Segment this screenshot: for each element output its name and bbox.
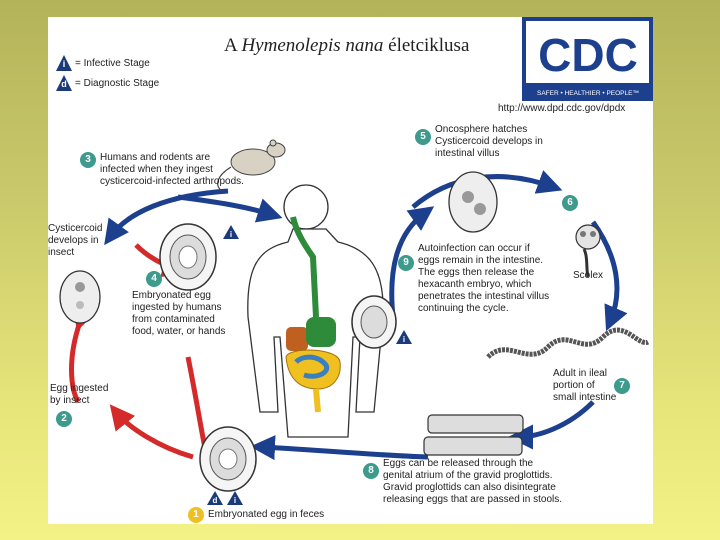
- step-2-number: 2: [56, 411, 72, 427]
- step-6-number: 6: [562, 195, 578, 211]
- step-3-label: Humans and rodents are infected when the…: [100, 152, 244, 187]
- slide-title: A Hymenolepis nana életciklusa: [224, 35, 564, 57]
- legend-infective: i = Infective Stage: [56, 55, 150, 71]
- cysticercoid-insect-label: Cysticercoid develops in insect: [48, 223, 103, 258]
- step-4-label: Embryonated egg ingested by humans from …: [132, 290, 226, 337]
- arrow-egg-to-insect: [109, 404, 194, 460]
- cdc-logo-text: CDC: [538, 29, 638, 81]
- scolex-label: Scolex: [573, 270, 604, 281]
- legend-text: = Infective Stage: [75, 57, 150, 69]
- arrow-autoinfection: [389, 206, 435, 318]
- title-species: Hymenolepis nana: [241, 35, 384, 56]
- arrow-to-human: [177, 194, 283, 223]
- arrow-adult-to-proglottid: [508, 400, 595, 450]
- infective-mark: i: [403, 335, 405, 344]
- egg-step-1: [199, 426, 257, 492]
- step-5-number: 5: [415, 129, 431, 145]
- cdc-tagline: SAFER • HEALTHIER • PEOPLE™: [537, 90, 639, 97]
- cdc-url: http://www.dpd.cdc.gov/dpdx: [498, 103, 626, 114]
- infective-mark: i: [230, 230, 232, 239]
- cysticercoid-villus: [448, 171, 498, 233]
- legend-letter: i: [62, 59, 66, 69]
- step-9-number: 9: [398, 255, 414, 271]
- step-5-label: Oncosphere hatches Cysticercoid develops…: [435, 124, 543, 159]
- cysticercoid-insect: [59, 270, 101, 324]
- diagnostic-badge-1: d: [207, 491, 223, 505]
- diagnostic-triangle-icon: d: [56, 75, 72, 91]
- step-1-label: Embryonated egg in feces: [208, 509, 325, 520]
- cdc-logo: CDC SAFER • HEALTHIER • PEOPLE™: [522, 17, 653, 101]
- title-suffix: életciklusa: [383, 35, 470, 56]
- infective-badge-9: i: [396, 330, 412, 344]
- rat-illustration: [217, 139, 286, 193]
- arrow-insect-up: [69, 303, 97, 404]
- step-8-label: Eggs can be released through the genital…: [383, 458, 562, 505]
- legend-text: = Diagnostic Stage: [75, 77, 160, 89]
- infective-triangle-icon: i: [56, 55, 72, 71]
- gravid-proglottids: [423, 414, 524, 456]
- arrow-rodent-to-insect: [104, 188, 229, 246]
- step-1-number: 1: [188, 507, 204, 523]
- step-4-number: 4: [146, 271, 162, 287]
- legend-diagnostic: d = Diagnostic Stage: [56, 75, 159, 91]
- human-silhouette: [247, 184, 384, 438]
- step-3-number: 3: [80, 152, 96, 168]
- scolex-illustration: [575, 224, 601, 278]
- arrow-scolex-to-adult: [590, 220, 628, 332]
- legend-letter: d: [61, 79, 67, 89]
- arrow-proglottid-to-egg: [250, 435, 429, 461]
- step-2-label: Egg ingested by insect: [50, 383, 109, 406]
- adult-worm: [486, 327, 650, 359]
- step-8-number: 8: [363, 463, 379, 479]
- title-prefix: A: [224, 35, 242, 56]
- infective-badge-1: i: [227, 491, 243, 505]
- step-9-label: Autoinfection can occur if eggs remain i…: [418, 243, 550, 314]
- step-7-number: 7: [614, 378, 630, 394]
- lifecycle-diagram: CDC SAFER • HEALTHIER • PEOPLE™: [59, 17, 653, 505]
- lifecycle-panel: CDC SAFER • HEALTHIER • PEOPLE™: [48, 17, 653, 524]
- egg-autoinfection: [351, 295, 397, 349]
- infective-badge-4: i: [223, 225, 239, 239]
- step-7-label: Adult in ileal portion of small intestin…: [553, 368, 617, 403]
- diagnostic-mark: d: [213, 496, 218, 505]
- infective-mark: i: [234, 496, 236, 505]
- egg-step-4: [159, 223, 217, 291]
